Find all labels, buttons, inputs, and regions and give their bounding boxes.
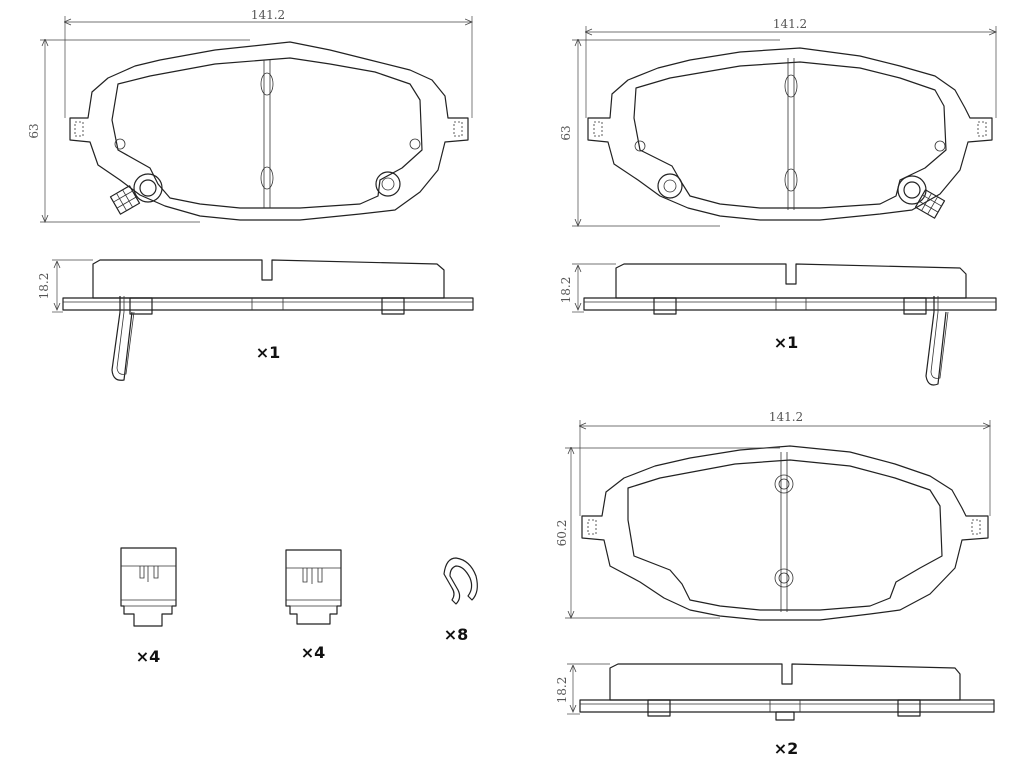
- pad1-front-view: [40, 16, 472, 222]
- pad3-height-label: 60.2: [555, 520, 569, 547]
- pad2-thickness-label: 18.2: [559, 277, 573, 304]
- pad1-height-label: 63: [27, 123, 41, 138]
- pad3-front-view: [565, 420, 990, 621]
- pad2-side-view: [572, 263, 997, 386]
- pad3-width-label: 141.2: [769, 410, 803, 424]
- pad1-thickness-label: 18.2: [37, 273, 51, 300]
- clip-a: [120, 547, 177, 627]
- pad2-quantity: ×1: [774, 333, 799, 352]
- pad3-thickness-label: 18.2: [555, 677, 569, 704]
- pad1-quantity: ×1: [256, 343, 281, 362]
- pad2-width-label: 141.2: [773, 17, 807, 31]
- spring-clip: [443, 557, 478, 605]
- pad2-front-view: [572, 26, 996, 226]
- clip-a-quantity: ×4: [136, 647, 161, 666]
- pad3-side-view: [567, 663, 995, 721]
- pad2-height-label: 63: [559, 125, 573, 140]
- pad1-side-view: [52, 259, 474, 381]
- pad3-quantity: ×2: [774, 739, 799, 758]
- clip-b-quantity: ×4: [301, 643, 326, 662]
- clip-b: [285, 549, 342, 625]
- spring-clip-quantity: ×8: [444, 625, 469, 644]
- pad1-width-label: 141.2: [251, 8, 285, 22]
